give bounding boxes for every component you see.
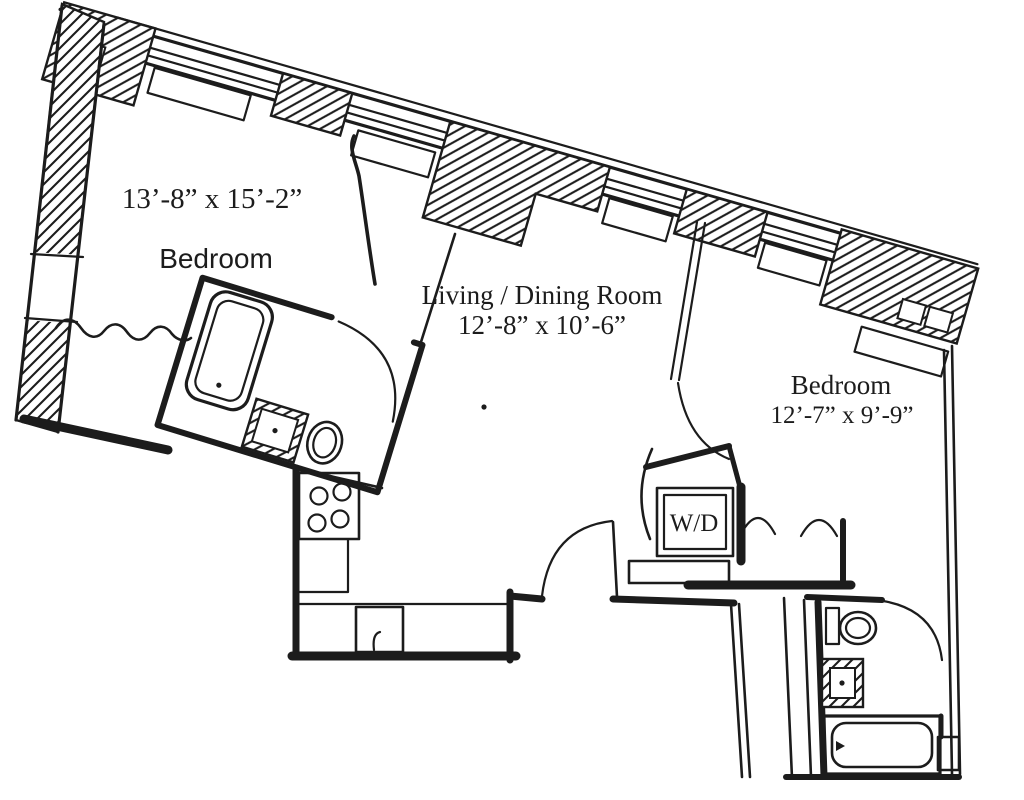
laundry-angled-wall (643, 443, 732, 470)
bathroom-2 (782, 594, 962, 780)
service-notch-wall (729, 602, 752, 779)
living-dims-label: 12’-8” x 10’-6” (458, 310, 626, 340)
laundry-door-leaf (640, 447, 654, 541)
top-wall-exterior-face (115, 16, 979, 266)
bedroom2-partition-wall (669, 220, 707, 382)
center-column (421, 119, 612, 248)
pilaster-column-2 (672, 187, 770, 259)
closet-door-curve-1 (739, 516, 777, 536)
kitchen-passthrough-edge (419, 232, 457, 344)
entry-hall (506, 519, 738, 607)
bedroom1-dims-label: 13’-8” x 15’-2” (122, 183, 302, 215)
burner-1 (309, 486, 329, 506)
counter-edges (297, 538, 514, 606)
left-wall-outer-line (14, 4, 64, 422)
linen-shelf (936, 735, 961, 772)
hall-south-wall-left (506, 592, 546, 603)
top-wall (40, 0, 980, 378)
bathtub-2 (822, 714, 942, 776)
east-wall-inner (942, 348, 954, 776)
bedroom1-name-label: Bedroom (159, 243, 273, 274)
kitchen-sink (354, 605, 405, 654)
corner-notch-right-2 (923, 305, 955, 334)
kitchen-faucet (372, 630, 382, 652)
front-door-leaf (611, 520, 619, 599)
east-wall-outer (950, 344, 962, 776)
closet-squiggle-line (54, 318, 193, 342)
bedroom2-dims-label: 12’-7” x 9’-9” (771, 402, 914, 429)
laundry-label: W/D (670, 510, 719, 537)
tub-faucet (836, 741, 845, 751)
washer-dryer-box-inner (662, 493, 728, 551)
toilet-1 (305, 420, 344, 465)
laundry-shelf (627, 559, 731, 585)
bedroom1-south-wall (19, 414, 173, 455)
bedroom2-name-label: Bedroom (791, 370, 892, 400)
washer-dryer-box (655, 486, 735, 558)
laundry-connector-wall (726, 443, 743, 490)
stove (297, 471, 361, 541)
left-wall-window-frames (23, 252, 85, 324)
bedroom-2 (669, 220, 962, 776)
window-glazing-lines (144, 46, 839, 262)
closet-door-curve-2 (799, 518, 839, 538)
front-door-arc (540, 519, 614, 598)
hall-south-wall-right (609, 595, 738, 607)
burner-3 (307, 513, 327, 533)
bathroom2-west-wall (782, 596, 813, 780)
pilaster-column-1 (269, 71, 354, 138)
left-wall-inner-line (56, 22, 106, 434)
kitchen (287, 464, 521, 664)
corner-notch-right-1 (896, 297, 928, 327)
sink-2 (820, 657, 865, 709)
sink-1 (240, 397, 310, 464)
left-wall-window (24, 252, 84, 324)
bathtub-1 (184, 290, 274, 412)
left-wall-hatch (14, 2, 106, 434)
left-wall (14, 2, 173, 455)
bathroom-1 (154, 274, 426, 496)
bathroom2-north-wall (804, 594, 885, 603)
living-room-dot (481, 404, 487, 410)
living-name-label: Living / Dining Room (422, 280, 663, 310)
bathroom1-door-arc (337, 320, 397, 423)
annotation-line (350, 134, 377, 286)
bathroom2-door-arc (881, 599, 944, 662)
corner-column-topright (818, 227, 980, 346)
bedroom2-door-arc (676, 381, 731, 461)
burner-2 (332, 482, 352, 502)
toilet-2 (824, 606, 878, 646)
burner-4 (330, 509, 350, 529)
bathroom1-walls (154, 274, 426, 496)
laundry-closet: W/D (627, 443, 746, 585)
